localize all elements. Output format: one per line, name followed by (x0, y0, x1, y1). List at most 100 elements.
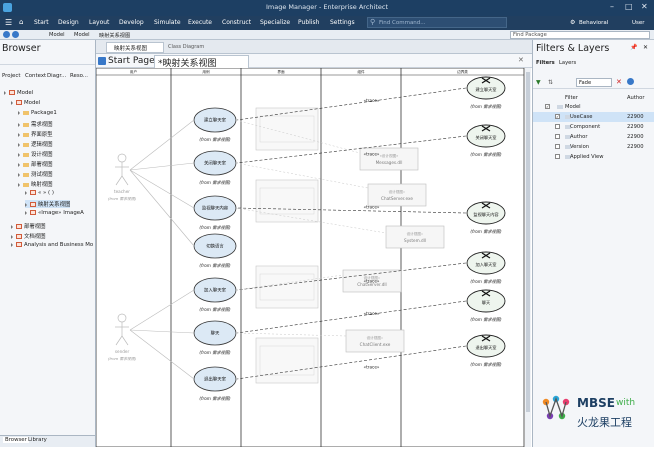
boundary-mark (481, 202, 491, 209)
expand-arrow-icon[interactable] (11, 242, 13, 247)
tree-item[interactable]: 部署视图 (11, 222, 46, 230)
close-icon[interactable]: ✕ (641, 2, 648, 11)
expand-arrow-icon[interactable] (18, 142, 20, 147)
tree-item[interactable]: 部署视图 (18, 160, 53, 168)
expand-arrow-icon[interactable] (18, 182, 20, 187)
package-search-input[interactable] (510, 31, 650, 39)
sort-icon[interactable]: ⇅ (548, 79, 554, 86)
expand-arrow-icon[interactable] (18, 122, 20, 127)
filter-row[interactable]: ✓Model (533, 102, 654, 112)
menu-construct[interactable]: Construct (222, 19, 252, 26)
trace-dependency (236, 345, 467, 380)
start-page-tab[interactable]: Start Page (108, 56, 155, 66)
filter-checkbox[interactable] (555, 154, 560, 159)
filter-checkbox[interactable] (555, 134, 560, 139)
delete-icon[interactable]: ✕ (616, 78, 622, 86)
menu-publish[interactable]: Publish (298, 19, 320, 26)
menu-settings[interactable]: Settings (330, 19, 355, 26)
tab-close-icon[interactable]: ✕ (518, 56, 524, 64)
maximize-icon[interactable]: □ (625, 2, 633, 11)
minimize-icon[interactable]: – (610, 2, 614, 11)
tree-item[interactable]: 测试视图 (18, 170, 53, 178)
menu-simulate[interactable]: Simulate (154, 19, 181, 26)
tree-item[interactable]: « » ( ) (25, 190, 54, 196)
menu-design[interactable]: Design (58, 19, 79, 26)
pin-icon[interactable]: 📌 (630, 44, 638, 51)
tree-item-label: Model (24, 100, 41, 106)
nav-forward-icon[interactable] (12, 31, 19, 38)
filter-checkbox[interactable] (555, 124, 560, 129)
perspective-button[interactable]: Behavioral (579, 20, 609, 26)
filter-checkbox[interactable] (555, 144, 560, 149)
tree-item[interactable]: Model (11, 100, 40, 106)
tree-item[interactable]: Model (4, 90, 33, 96)
find-command[interactable]: Find Command... (379, 20, 426, 26)
active-diagram-tab-label: *映射关系视图 (158, 59, 217, 69)
browser-tab-project[interactable]: Project (2, 73, 21, 79)
expand-arrow-icon[interactable] (18, 132, 20, 137)
tree-item[interactable]: 需求视图 (18, 120, 53, 128)
mode-select[interactable] (576, 78, 612, 87)
folder-icon (23, 152, 29, 157)
tree-item[interactable]: Analysis and Business Mo (11, 242, 93, 248)
bottom-tab-library[interactable]: Library (28, 437, 47, 443)
expand-arrow-icon[interactable] (11, 224, 13, 229)
filter-row[interactable]: Applied View (533, 152, 654, 162)
tree-item[interactable]: 映射视图 (18, 180, 53, 188)
component-stereotype: 设计视图:: (407, 231, 424, 236)
tree-item[interactable]: 文档视图 (11, 232, 46, 240)
expand-arrow-icon[interactable] (25, 190, 27, 195)
tree-item[interactable]: 逻辑视图 (18, 140, 53, 148)
tab-filters[interactable]: Filters (536, 60, 555, 66)
browser-tab-resources[interactable]: Reso... (70, 73, 88, 79)
find-command-box[interactable] (367, 17, 507, 28)
tree-item[interactable]: «Image» ImageA (25, 210, 84, 216)
breadcrumb-1[interactable]: Model (74, 32, 90, 38)
filter-checkbox[interactable]: ✓ (555, 114, 560, 119)
menu-start[interactable]: Start (34, 19, 49, 26)
interface-inner (259, 187, 315, 215)
back-icon[interactable]: ☰ (5, 18, 13, 27)
package-icon (16, 242, 22, 247)
expand-arrow-icon[interactable] (18, 152, 20, 157)
tree-item[interactable]: 设计视图 (18, 150, 53, 158)
close-panel-icon[interactable]: ✕ (643, 44, 649, 51)
breadcrumb-0[interactable]: Model (49, 32, 65, 38)
menu-layout[interactable]: Layout (89, 19, 110, 26)
filter-checkbox[interactable]: ✓ (545, 104, 550, 109)
tree-item[interactable]: 界面原型 (18, 130, 53, 138)
expand-arrow-icon[interactable] (18, 110, 20, 115)
home-icon[interactable]: ⌂ (19, 18, 24, 26)
tree-item[interactable]: 映射关系视图 (25, 200, 71, 208)
user-button[interactable]: User (632, 20, 645, 26)
trace-label: «trace» (364, 152, 380, 157)
expand-arrow-icon[interactable] (18, 172, 20, 177)
menu-specialize[interactable]: Specialize (260, 19, 291, 26)
expand-arrow-icon[interactable] (4, 90, 6, 95)
active-diagram-tab[interactable] (154, 55, 249, 68)
menu-develop[interactable]: Develop (119, 19, 144, 26)
expand-arrow-icon[interactable] (11, 234, 13, 239)
filter-icon[interactable]: ▼ (536, 79, 541, 86)
tree-item[interactable]: Package1 (18, 110, 57, 116)
doc-tab[interactable] (106, 42, 164, 53)
tab-layers[interactable]: Layers (559, 60, 577, 66)
nav-back-icon[interactable] (3, 31, 10, 38)
boundary-class (466, 124, 506, 148)
breadcrumb-2[interactable]: 映射关系视图 (99, 33, 131, 39)
bottom-tab-browser[interactable]: Browser (3, 437, 29, 443)
browser-tab-context[interactable]: Context (25, 73, 47, 79)
expand-arrow-icon[interactable] (25, 202, 27, 207)
expand-arrow-icon[interactable] (11, 100, 13, 105)
expand-arrow-icon[interactable] (18, 162, 20, 167)
refresh-icon[interactable] (627, 78, 634, 85)
menu-execute[interactable]: Execute (188, 19, 212, 26)
expand-arrow-icon[interactable] (25, 210, 27, 215)
browser-tab-diagram[interactable]: Diagr... (47, 73, 67, 79)
use-case-name: 聊天 (211, 330, 220, 337)
